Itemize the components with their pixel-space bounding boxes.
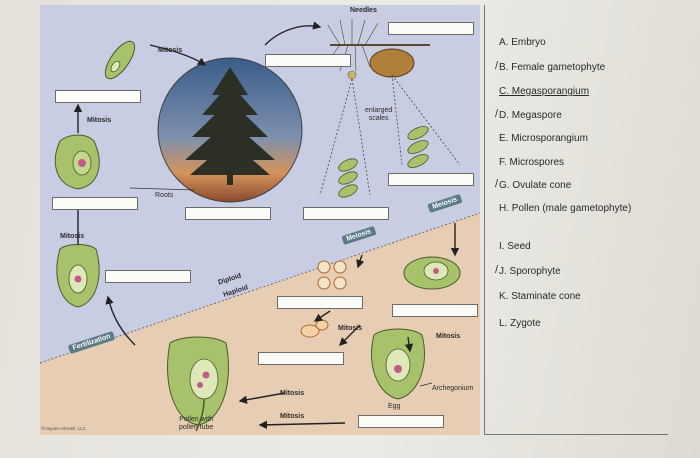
key-item: I. Seed <box>499 241 667 252</box>
answer-box[interactable] <box>265 54 351 67</box>
ovule-pollen <box>167 336 229 432</box>
pine-tree <box>185 67 275 185</box>
label-roots: Roots <box>155 192 174 199</box>
label-needles: Needles <box>350 7 377 14</box>
pine-branch <box>324 19 430 80</box>
check-mark-icon: / <box>495 264 499 276</box>
label-mitosis-left-upper: Mitosis <box>87 117 112 124</box>
label-mitosis-top: Mitosis <box>158 47 183 54</box>
leader-lines <box>319 74 461 196</box>
seed-left <box>54 134 100 190</box>
key-item: A. Embryo <box>499 37 667 48</box>
cycle-arrows <box>73 21 460 430</box>
answer-box[interactable] <box>388 22 474 35</box>
key-item: /G. Ovulate cone <box>495 178 667 191</box>
key-item-text: G. Ovulate cone <box>499 180 572 191</box>
ovule-left-lower <box>56 244 100 308</box>
key-item: /D. Megaspore <box>495 108 667 121</box>
label-mitosis-bottom-1: Mitosis <box>280 390 305 397</box>
key-item: /J. Sporophyte <box>495 264 667 277</box>
key-item: C. Megasporangium <box>499 86 667 97</box>
haploid-region <box>40 213 480 435</box>
key-item-text: H. Pollen (male gametophyte) <box>499 203 632 214</box>
key-item: /B. Female gametophyte <box>495 60 667 73</box>
key-item-text: K. Staminate cone <box>499 291 581 302</box>
key-item-text: F. Microspores <box>499 157 565 168</box>
label-mitosis-right: Mitosis <box>436 333 461 340</box>
label-mitosis-left-lower: Mitosis <box>60 233 85 240</box>
key-item-text: L. Zygote <box>499 318 541 329</box>
answer-box[interactable] <box>258 352 344 365</box>
answer-box[interactable] <box>185 207 271 220</box>
check-mark-icon: / <box>495 178 499 190</box>
key-item: K. Staminate cone <box>499 291 667 302</box>
key-item: L. Zygote <box>499 318 667 329</box>
key-item-text: E. Microsporangium <box>499 133 588 144</box>
label-mitosis-bottom-2: Mitosis <box>280 413 305 420</box>
answer-box[interactable] <box>55 90 141 103</box>
diagram-artwork <box>40 5 480 435</box>
megasporangium-right <box>403 256 461 290</box>
label-enlarged-scales: enlarged scales <box>365 107 393 122</box>
answer-box[interactable] <box>52 197 138 210</box>
pine-life-cycle-diagram: Needles Mitosis Mitosis Mitosis Roots en… <box>40 5 480 435</box>
ovulate-scales <box>407 126 429 168</box>
check-mark-icon: / <box>495 60 499 72</box>
key-item: E. Microsporangium <box>499 133 667 144</box>
label-archegonium: Archegonium <box>432 385 474 392</box>
answer-box[interactable] <box>358 415 444 428</box>
key-item: H. Pollen (male gametophyte) <box>499 201 667 216</box>
label-mitosis-center: Mitosis <box>338 325 363 332</box>
label-egg: Egg <box>388 403 401 410</box>
answer-key-panel: A. Embryo /B. Female gametophyte C. Mega… <box>484 5 668 435</box>
key-item-text: A. Embryo <box>499 37 546 48</box>
staminate-scales <box>338 158 358 198</box>
answer-box[interactable] <box>388 173 474 186</box>
key-item-text: B. Female gametophyte <box>499 62 606 73</box>
answer-box[interactable] <box>392 304 478 317</box>
key-item-text: D. Megaspore <box>499 110 562 121</box>
key-item-text: J. Sporophyte <box>499 266 561 277</box>
seedling-top <box>104 40 136 80</box>
key-item-text: C. Megasporangium <box>499 86 590 97</box>
key-item: F. Microspores <box>499 157 667 168</box>
microspores <box>317 260 347 290</box>
check-mark-icon: / <box>495 108 499 120</box>
copyright-credit: ©Hayden-McNeil, LLC <box>41 426 86 431</box>
label-pollen-tube: Pollen with pollen tube <box>179 416 214 431</box>
answer-box[interactable] <box>105 270 191 283</box>
key-item-text: I. Seed <box>499 241 531 252</box>
answer-box[interactable] <box>277 296 363 309</box>
answer-box[interactable] <box>303 207 389 220</box>
